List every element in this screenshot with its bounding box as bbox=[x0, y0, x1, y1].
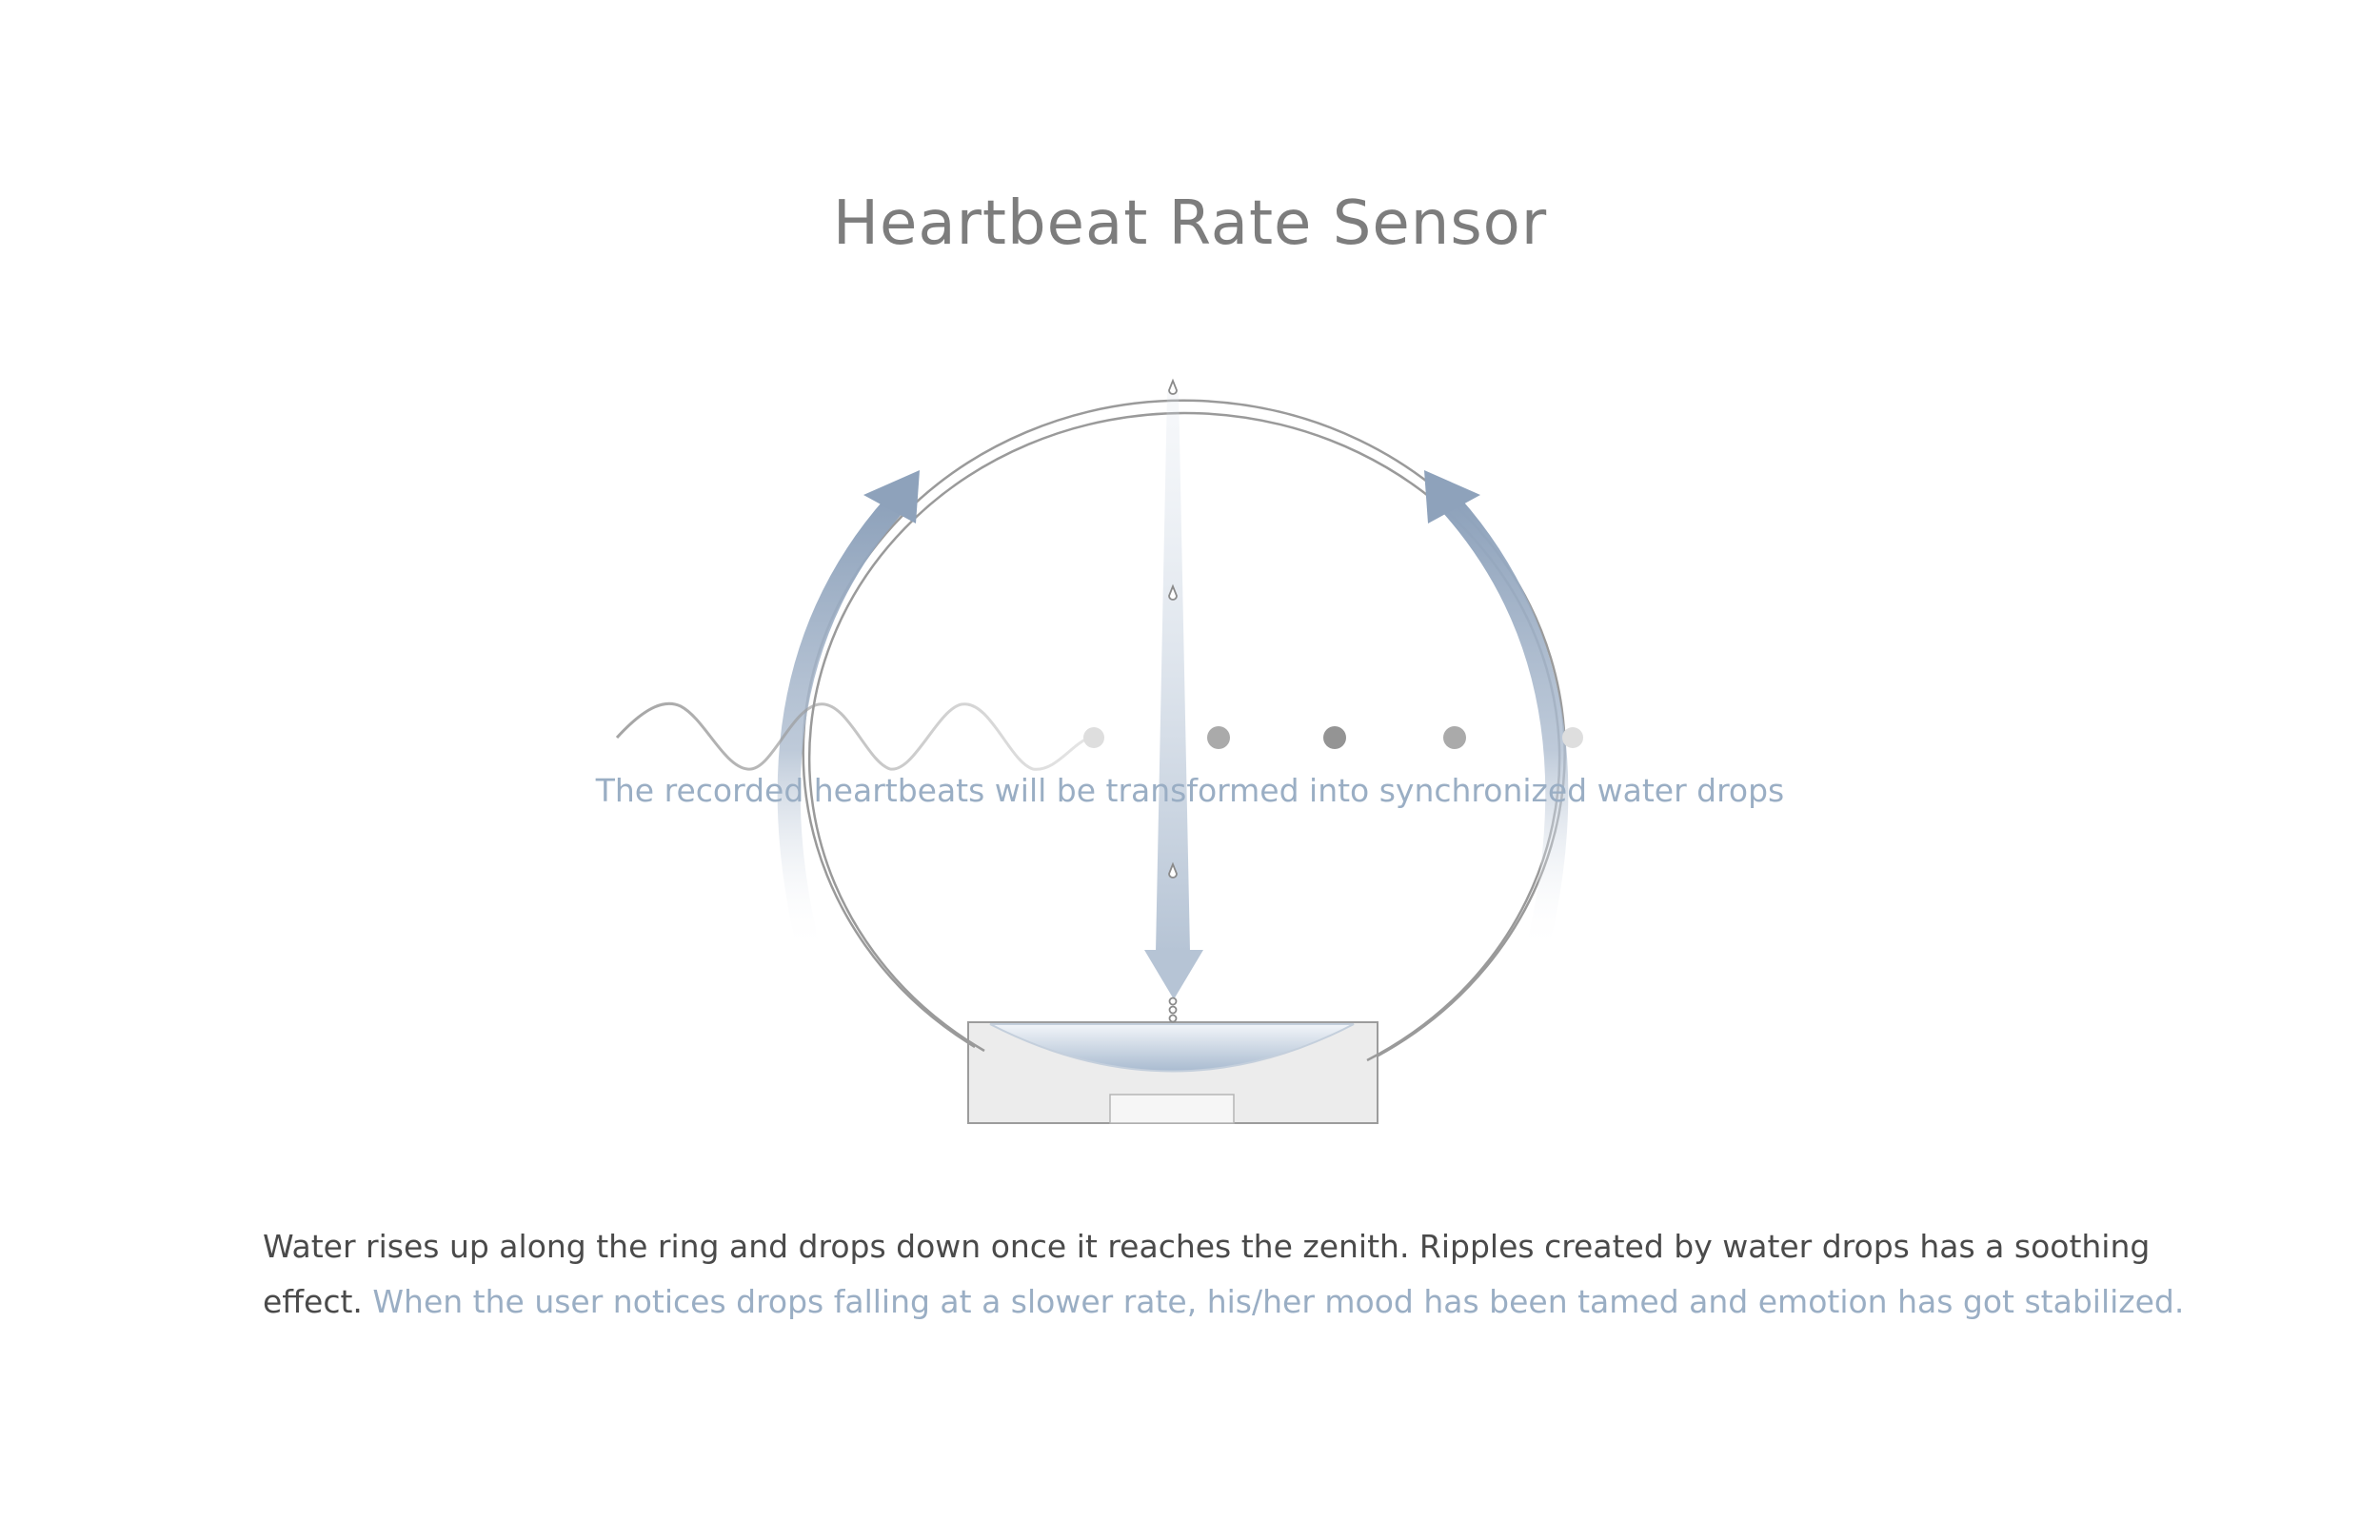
rising-arrow-right bbox=[1424, 470, 1569, 955]
beat-dot bbox=[1323, 726, 1346, 749]
heartbeat-wave bbox=[615, 701, 1094, 771]
beat-dot bbox=[1083, 727, 1104, 748]
beat-dot bbox=[1207, 726, 1230, 749]
water-bowl bbox=[989, 1023, 1355, 1073]
rising-arrow-left bbox=[777, 470, 920, 955]
heartbeat-timeline bbox=[615, 701, 1747, 771]
description-highlight: When the user notices drops falling at a… bbox=[372, 1283, 2185, 1320]
water-drops bbox=[1168, 378, 1178, 1023]
description-main: Water rises up along the ring and drops … bbox=[263, 1228, 2151, 1320]
beat-dot bbox=[1562, 727, 1583, 748]
beat-dot bbox=[1443, 726, 1466, 749]
diagram-caption: The recorded heartbeats will be transfor… bbox=[595, 772, 1785, 809]
page-title: Heartbeat Rate Sensor bbox=[832, 188, 1548, 259]
description-text: Water rises up along the ring and drops … bbox=[263, 1219, 2186, 1330]
falling-stream bbox=[1144, 390, 1203, 999]
